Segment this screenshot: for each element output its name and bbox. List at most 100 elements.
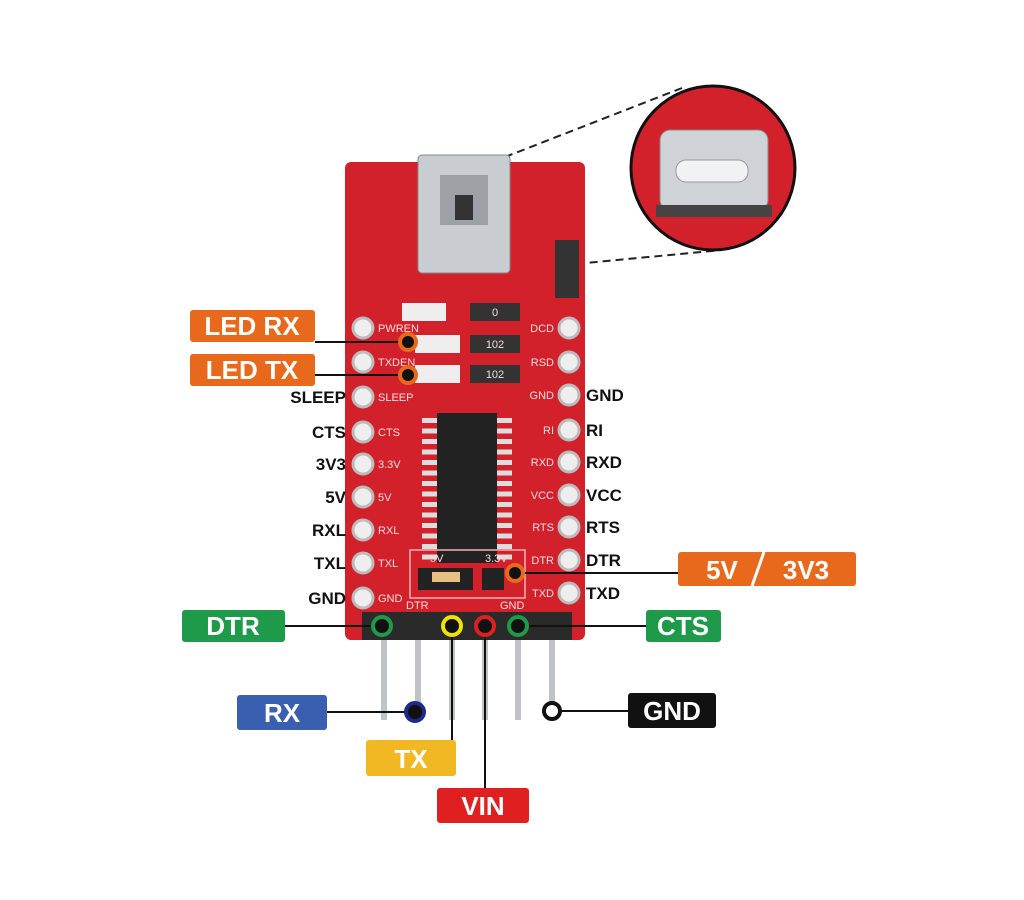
left-pin-label: SLEEP: [290, 388, 346, 407]
led-rx-label: LED RX: [204, 311, 300, 341]
silkscreen-label: 5V: [378, 492, 392, 504]
chip-pin: [497, 439, 512, 444]
chip-pin: [497, 523, 512, 528]
silkscreen-label: CTS: [378, 427, 400, 439]
ft232-board: 0 102 102 5V 3.3V PWRENTXDENSLEEPCTS3.3V…: [345, 154, 585, 640]
header-pin: [549, 640, 555, 720]
resistor-label: 102: [486, 339, 504, 351]
chip-pin: [422, 554, 437, 560]
chip-pin: [497, 418, 512, 423]
pin-hole: [351, 420, 375, 444]
header-pin: [415, 640, 421, 720]
silkscreen-label: PWREN: [378, 323, 419, 335]
silkscreen-label: TXL: [378, 558, 398, 570]
pin-hole: [351, 518, 375, 542]
silkscreen-label: DTR: [531, 555, 554, 567]
header-pin: [515, 640, 521, 720]
silkscreen-label: DTR: [406, 600, 429, 612]
resistor-label: 102: [486, 369, 504, 381]
left-pin-label: 3V3: [316, 455, 346, 474]
chip-pin: [422, 428, 437, 434]
chip-pin: [497, 554, 512, 560]
pin-hole: [351, 350, 375, 374]
led-tx: [415, 365, 460, 383]
chip-pin: [497, 470, 512, 476]
pin-hole: [557, 383, 581, 407]
pin-hole: [557, 350, 581, 374]
silkscreen-label: RTS: [532, 522, 554, 534]
silkscreen-label: GND: [500, 600, 525, 612]
pin-hole: [557, 581, 581, 605]
header-pin: [381, 640, 387, 720]
right-pin-label: DTR: [586, 551, 621, 570]
pin-hole: [557, 450, 581, 474]
chip-pin: [422, 470, 437, 476]
chip-pin: [422, 533, 437, 539]
callout-voltage-select: 5V 3V3: [505, 551, 856, 587]
left-pin-label: GND: [308, 589, 346, 608]
silkscreen-label: VCC: [531, 490, 554, 502]
vin-label: VIN: [461, 791, 504, 821]
silkscreen-label: SLEEP: [378, 392, 413, 404]
right-pin-label: RI: [586, 421, 603, 440]
pin-hole: [557, 515, 581, 539]
jumper-label-5v: 5V: [430, 553, 444, 565]
callout-gnd: GND: [542, 693, 716, 728]
pin-hole: [351, 485, 375, 509]
silkscreen-label: DCD: [530, 323, 554, 335]
silkscreen-label: RXL: [378, 525, 399, 537]
silkscreen-label: GND: [378, 593, 403, 605]
pin-marker-cts: [507, 615, 529, 637]
usb-c-port-icon: [675, 159, 749, 183]
chip-pin: [497, 533, 512, 539]
chip-pin: [497, 544, 512, 549]
pin-marker-dtr: [371, 615, 393, 637]
pin-hole: [351, 586, 375, 610]
chip-pin: [497, 460, 512, 465]
callout-led-tx: LED TX: [190, 354, 418, 386]
pin-hole: [351, 452, 375, 476]
right-pin-label: TXD: [586, 584, 620, 603]
usb-c-zoom-callout: [504, 84, 797, 271]
pin-hole: [351, 551, 375, 575]
chip-pin: [422, 439, 437, 444]
chip-pin: [422, 502, 437, 507]
right-pin-label: RXD: [586, 453, 622, 472]
chip-pin: [422, 449, 437, 455]
chip-pin: [422, 481, 437, 486]
silkscreen-label: TXD: [532, 588, 554, 600]
pin-marker-vin: [474, 615, 496, 637]
cts-label: CTS: [657, 611, 709, 641]
voltage-3v3-label: 3V3: [783, 555, 829, 585]
right-pin-label: VCC: [586, 486, 622, 505]
left-pin-label: CTS: [312, 423, 346, 442]
pin-hole: [557, 316, 581, 340]
gnd-label: GND: [643, 696, 701, 726]
left-pin-label: TXL: [314, 554, 346, 573]
chip-pin: [497, 449, 512, 455]
silkscreen-label: RXD: [531, 457, 554, 469]
pin-hole: [557, 483, 581, 507]
left-pin-label: 5V: [325, 488, 346, 507]
tx-label: TX: [394, 744, 428, 774]
chip-pin: [422, 491, 437, 497]
pin-hole: [351, 385, 375, 409]
ft232rl-chip: [437, 413, 497, 563]
chip-pin: [497, 428, 512, 434]
right-pin-label: RTS: [586, 518, 620, 537]
led-rx: [415, 335, 460, 353]
silkscreen-label: GND: [530, 390, 555, 402]
resistor-label: 0: [492, 307, 498, 319]
callout-tx: TX: [366, 626, 456, 776]
silkscreen-label: RI: [543, 425, 554, 437]
chip-pin: [422, 512, 437, 518]
chip-pin: [497, 502, 512, 507]
voltage-5v-label: 5V: [706, 555, 738, 585]
rx-label: RX: [264, 698, 301, 728]
pin-hole: [557, 418, 581, 442]
silkscreen-label: 3.3V: [378, 459, 401, 471]
left-pin-label: RXL: [312, 521, 346, 540]
pin-marker-tx: [441, 615, 463, 637]
chip-pin: [422, 523, 437, 528]
